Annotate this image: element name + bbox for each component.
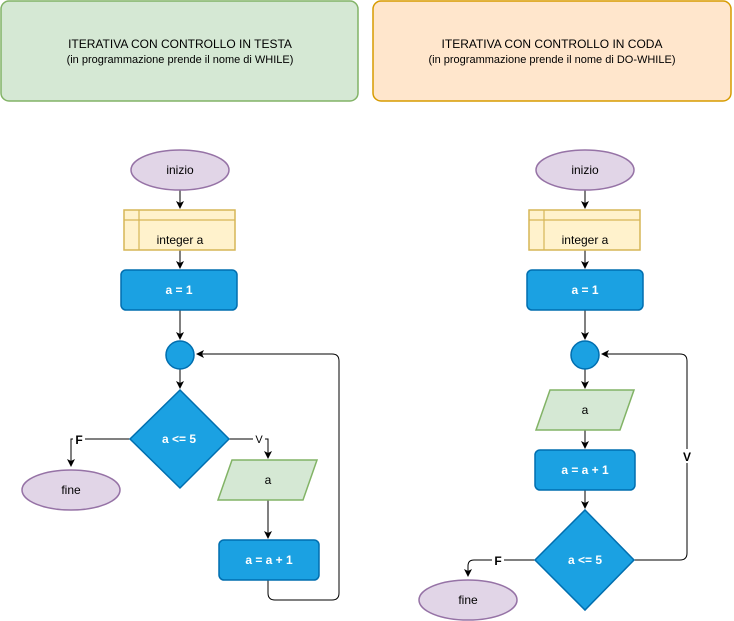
output-parallelogram xyxy=(216,459,319,501)
dw-output-label: a xyxy=(582,403,589,417)
increment-box xyxy=(218,539,320,581)
header-while-subtitle: (in programmazione prende il nome di WHI… xyxy=(67,54,294,66)
declaration-label: integer a xyxy=(157,233,204,247)
true-label: V xyxy=(255,434,263,446)
dw-assign-label: a = 1 xyxy=(571,283,598,297)
dw-increment-box xyxy=(534,449,636,491)
edge-condition-true xyxy=(229,438,272,459)
dw-condition-label: a <= 5 xyxy=(568,553,602,567)
increment-label: a = a + 1 xyxy=(245,553,293,567)
header-while-title: ITERATIVA CON CONTROLLO IN TESTA xyxy=(68,37,292,51)
false-label: F xyxy=(75,433,82,447)
header-dowhile-subtitle: (in programmazione prende il nome di DO-… xyxy=(429,54,676,66)
dw-start-terminal xyxy=(535,149,635,191)
edge-condition-false xyxy=(67,438,130,467)
dw-end-label: fine xyxy=(458,593,478,607)
dw-increment-label: a = a + 1 xyxy=(561,463,609,477)
end-terminal xyxy=(21,469,121,511)
dw-output-parallelogram xyxy=(534,389,636,431)
dw-assign-box xyxy=(526,269,644,311)
declaration-box: integer a xyxy=(123,209,236,251)
header-dowhile-box xyxy=(372,0,732,102)
dw-declaration-label: integer a xyxy=(562,233,609,247)
assign-label: a = 1 xyxy=(165,283,192,297)
start-terminal xyxy=(130,149,230,191)
dw-end-terminal xyxy=(418,579,518,621)
dw-start-label: inizio xyxy=(571,163,599,177)
condition-diamond xyxy=(128,388,231,490)
header-dowhile: ITERATIVA CON CONTROLLO IN CODA (in prog… xyxy=(372,0,732,102)
dw-false-label: F xyxy=(494,554,501,568)
loop-junction xyxy=(165,340,195,370)
condition-label: a <= 5 xyxy=(162,432,196,446)
dw-loop-junction xyxy=(570,340,600,370)
dw-edge-condition-false xyxy=(464,559,535,577)
header-dowhile-title: ITERATIVA CON CONTROLLO IN CODA xyxy=(442,37,663,51)
header-while-box xyxy=(0,0,359,102)
start-label: inizio xyxy=(166,163,194,177)
while-flowchart: F V inizio integer a a = 1 a <= 5 fine a… xyxy=(21,149,340,601)
end-label: fine xyxy=(61,483,81,497)
output-label: a xyxy=(265,473,272,487)
edge-loop-back xyxy=(196,350,340,601)
dw-true-label: V xyxy=(683,450,691,464)
dw-declaration-box: integer a xyxy=(528,209,641,251)
header-while: ITERATIVA CON CONTROLLO IN TESTA (in pro… xyxy=(0,0,359,102)
dw-condition-diamond xyxy=(533,508,636,612)
dowhile-flowchart: F V inizio integer a a = 1 a a = a + 1 a… xyxy=(418,149,694,621)
assign-box xyxy=(120,269,238,311)
